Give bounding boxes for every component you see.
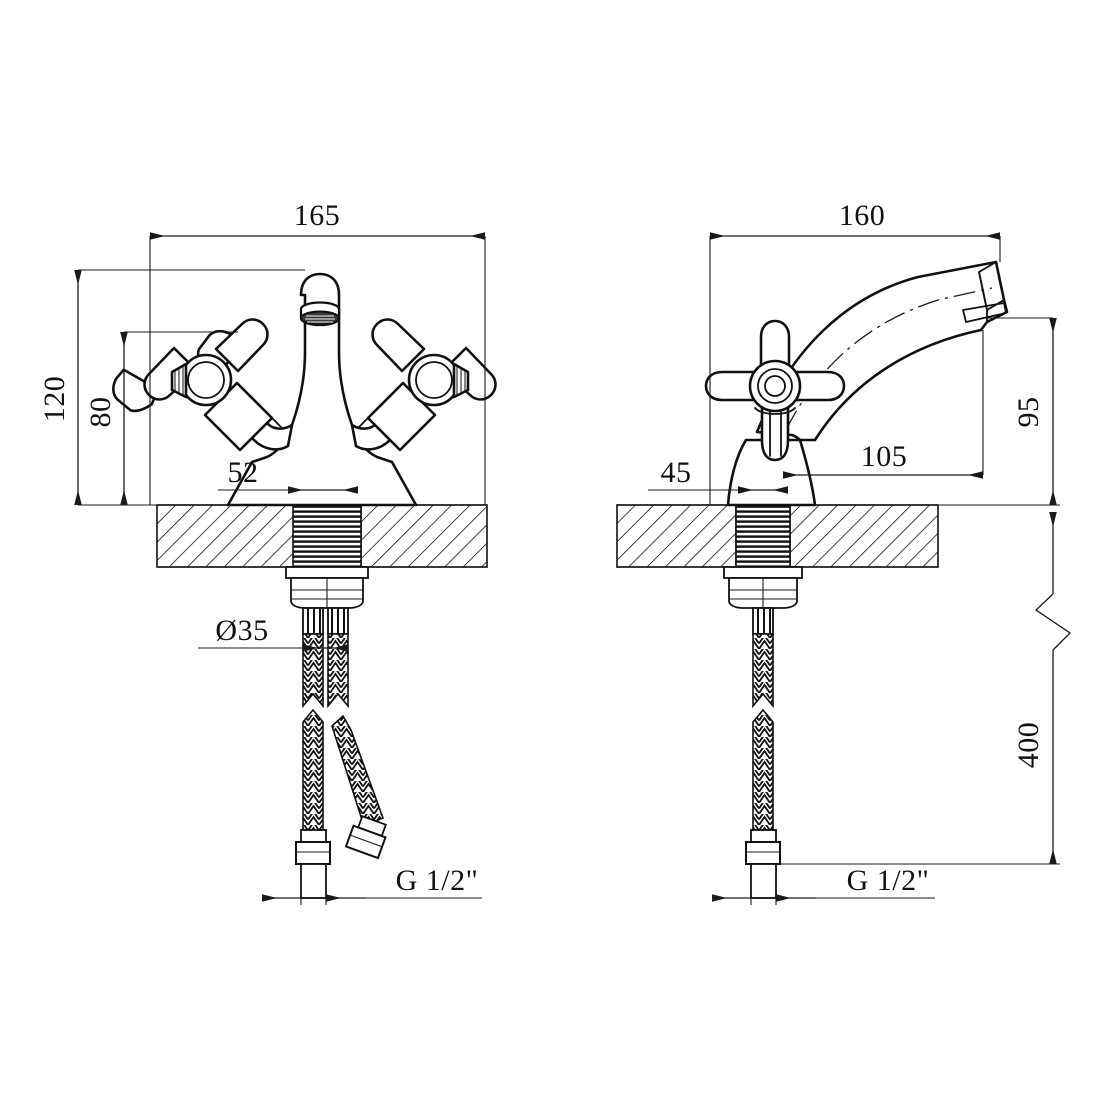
dim-165: 165 bbox=[149, 199, 486, 505]
front-view-group: 165 120 80 52 Ø35 bbox=[38, 199, 497, 905]
dim-95-label: 95 bbox=[1012, 397, 1045, 428]
cross-handle-right-front bbox=[358, 318, 497, 452]
dim-160-label: 160 bbox=[839, 199, 886, 232]
dim-160: 160 bbox=[709, 199, 1001, 505]
aerator-front bbox=[299, 301, 341, 327]
dim-80-label: 80 bbox=[84, 397, 117, 428]
dim-d35: Ø35 bbox=[198, 614, 348, 652]
dim-g12-left: G 1/2" bbox=[262, 864, 482, 905]
flexible-hose-side bbox=[745, 607, 781, 899]
mounting-nut-side bbox=[723, 566, 803, 609]
dim-400: 400 bbox=[780, 512, 1072, 865]
mounting-nut-front bbox=[285, 566, 369, 609]
threaded-shank-side bbox=[735, 504, 791, 568]
dim-52: 52 bbox=[218, 456, 358, 494]
cross-handle-side bbox=[704, 319, 846, 462]
countertop-section-front bbox=[156, 504, 488, 568]
dim-g12-right-label: G 1/2" bbox=[847, 864, 930, 897]
dim-52-label: 52 bbox=[228, 456, 259, 489]
side-view-group: 160 95 105 45 400 bbox=[616, 199, 1072, 905]
dim-95: 95 bbox=[938, 317, 1060, 506]
dim-400-label: 400 bbox=[1012, 722, 1045, 769]
dim-165-label: 165 bbox=[294, 199, 341, 232]
dim-80: 80 bbox=[84, 331, 238, 505]
dim-105: 105 bbox=[783, 330, 984, 479]
dim-g12-left-label: G 1/2" bbox=[396, 864, 479, 897]
cross-handle-left-front bbox=[112, 318, 282, 452]
dim-120: 120 bbox=[38, 269, 305, 506]
threaded-shank-front bbox=[292, 504, 362, 568]
flexible-hoses-front bbox=[295, 607, 387, 899]
dim-120-label: 120 bbox=[38, 376, 71, 423]
countertop-section-side bbox=[616, 504, 939, 568]
dim-105-label: 105 bbox=[861, 440, 908, 473]
dim-45-label: 45 bbox=[661, 456, 692, 489]
dim-d35-label: Ø35 bbox=[215, 614, 268, 647]
dim-45: 45 bbox=[648, 456, 788, 494]
dim-g12-right: G 1/2" bbox=[712, 864, 935, 905]
